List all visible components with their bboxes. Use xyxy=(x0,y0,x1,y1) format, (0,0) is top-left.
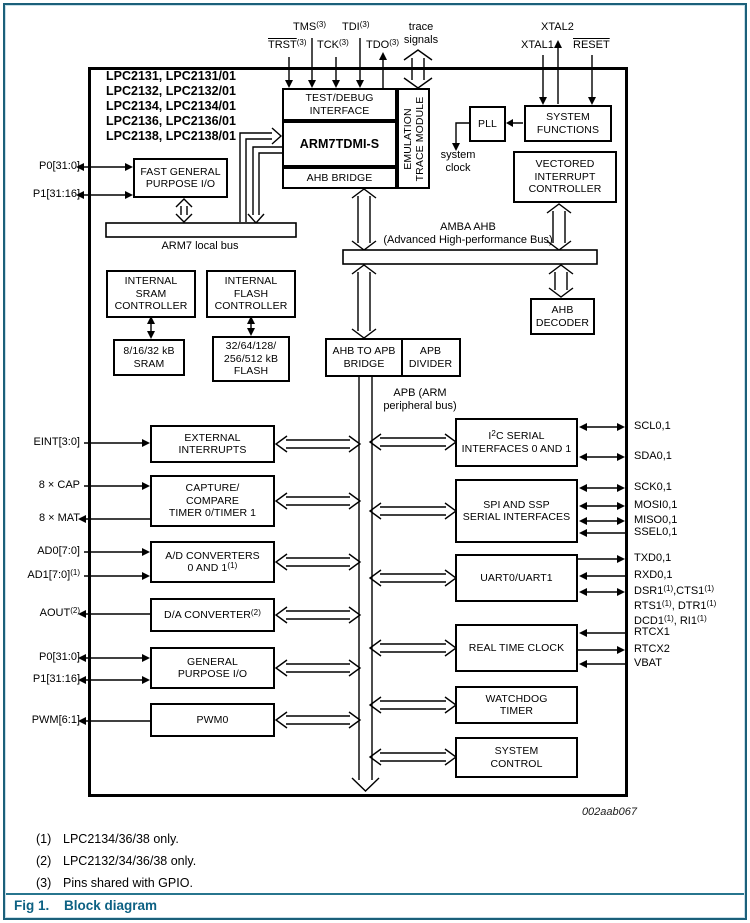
figure-title: Block diagram xyxy=(64,898,158,913)
pin-rtcx1: RTCX1 xyxy=(634,626,670,638)
box-sram: 8/16/32 kB SRAM xyxy=(113,339,185,376)
pin-dsr-cts: DSR1(1),CTS1(1) xyxy=(634,584,715,598)
box-general-purpose-io: GENERAL PURPOSE I/O xyxy=(150,647,275,689)
pin-vbat: VBAT xyxy=(634,657,662,669)
note-2-num: (2) xyxy=(36,854,52,868)
box-real-time-clock: REAL TIME CLOCK xyxy=(455,624,578,672)
pin-ssel: SSEL0,1 xyxy=(634,526,678,538)
chip-outline xyxy=(88,67,628,797)
box-apb-divider: APB DIVIDER xyxy=(400,338,461,377)
label-amba-ahb: AMBA AHB (Advanced High-performance Bus) xyxy=(383,221,553,246)
pin-pwm: PWM[6:1] xyxy=(31,714,80,726)
drawing-id: 002aab067 xyxy=(581,806,637,818)
pin-tck: TCK(3) xyxy=(317,38,349,52)
box-test-debug-interface: TEST/DEBUG INTERFACE xyxy=(282,88,397,121)
pin-p0-top: P0[31:0] xyxy=(39,160,80,172)
chip-variant: LPC2138, LPC2138/01 xyxy=(106,129,236,143)
pin-miso: MISO0,1 xyxy=(634,514,678,526)
pin-dcd-ri: DCD1(1), RI1(1) xyxy=(634,614,707,628)
box-ahb-decoder: AHB DECODER xyxy=(530,298,595,335)
box-i2c-serial-interfaces: I2C SERIAL INTERFACES 0 AND 1 xyxy=(455,418,578,467)
chip-variant: LPC2132, LPC2132/01 xyxy=(106,84,236,98)
box-ad-converters: A/D CONVERTERS 0 AND 1(1) xyxy=(150,541,275,583)
box-pll: PLL xyxy=(469,106,506,142)
label-system-clock: system clock xyxy=(440,149,476,174)
box-vectored-interrupt-controller: VECTORED INTERRUPT CONTROLLER xyxy=(513,151,617,203)
pin-tdo: TDO(3) xyxy=(366,38,400,52)
box-spi-ssp-serial-interfaces: SPI AND SSP SERIAL INTERFACES xyxy=(455,479,578,543)
pin-txd: TXD0,1 xyxy=(634,552,672,564)
chip-variant: LPC2136, LPC2136/01 xyxy=(106,114,236,128)
label-apb-bus: APB (ARM peripheral bus) xyxy=(383,387,457,412)
pin-eint: EINT[3:0] xyxy=(33,436,80,448)
pin-sck: SCK0,1 xyxy=(634,481,672,493)
pin-rxd: RXD0,1 xyxy=(634,569,673,581)
note-3-text: Pins shared with GPIO. xyxy=(63,876,193,890)
note-3-num: (3) xyxy=(36,876,52,890)
box-uart0-uart1: UART0/UART1 xyxy=(455,554,578,602)
pin-mat: 8 × MAT xyxy=(38,512,80,524)
box-internal-sram-controller: INTERNAL SRAM CONTROLLER xyxy=(106,270,196,318)
chip-variant: LPC2131, LPC2131/01 xyxy=(106,69,236,83)
pin-rts-dtr: RTS1(1), DTR1(1) xyxy=(634,599,717,613)
pin-mosi: MOSI0,1 xyxy=(634,499,678,511)
box-internal-flash-controller: INTERNAL FLASH CONTROLLER xyxy=(206,270,296,318)
box-flash: 32/64/128/ 256/512 kB FLASH xyxy=(212,336,290,382)
pin-p1-bottom: P1[31:16] xyxy=(32,673,80,685)
box-system-control: SYSTEM CONTROL xyxy=(455,737,578,778)
pin-p1-top: P1[31:16] xyxy=(32,188,80,200)
box-system-functions: SYSTEM FUNCTIONS xyxy=(524,105,612,142)
pin-xtal1: XTAL1 xyxy=(521,39,554,51)
pin-xtal2: XTAL2 xyxy=(541,21,574,33)
pin-sda: SDA0,1 xyxy=(634,450,672,462)
pin-ad1: AD1[7:0](1) xyxy=(27,568,80,582)
pin-aout: AOUT(2) xyxy=(39,606,80,620)
pin-cap: 8 × CAP xyxy=(38,479,80,491)
pin-tms: TMS(3) xyxy=(293,20,327,34)
note-1-num: (1) xyxy=(36,832,52,846)
pin-tdi: TDI(3) xyxy=(342,20,370,34)
box-pwm0: PWM0 xyxy=(150,703,275,737)
chip-variant-list: LPC2131, LPC2131/01 LPC2132, LPC2132/01 … xyxy=(106,69,236,144)
box-ahb-bridge: AHB BRIDGE xyxy=(282,167,397,189)
chip-variant: LPC2134, LPC2134/01 xyxy=(106,99,236,113)
figure-number: Fig 1. xyxy=(14,898,50,913)
pin-trst: TRST(3) xyxy=(268,38,307,52)
box-arm7tdmi-s: ARM7TDMI-S xyxy=(282,121,397,167)
box-emulation-trace-module: EMULATION TRACE MODULE xyxy=(397,88,430,189)
pin-rtcx2: RTCX2 xyxy=(634,643,670,655)
pin-ad0: AD0[7:0] xyxy=(37,545,80,557)
box-external-interrupts: EXTERNAL INTERRUPTS xyxy=(150,425,275,463)
box-ahb-to-apb-bridge: AHB TO APB BRIDGE xyxy=(325,338,403,377)
box-capture-compare-timer: CAPTURE/ COMPARE TIMER 0/TIMER 1 xyxy=(150,475,275,527)
pin-scl: SCL0,1 xyxy=(634,420,671,432)
box-fast-gpio: FAST GENERAL PURPOSE I/O xyxy=(133,158,228,198)
box-watchdog-timer: WATCHDOG TIMER xyxy=(455,686,578,724)
caption-divider xyxy=(5,893,745,895)
box-da-converter: D/A CONVERTER(2) xyxy=(150,598,275,632)
label-trace-signals: trace signals xyxy=(403,21,439,46)
note-1-text: LPC2134/36/38 only. xyxy=(63,832,179,846)
pin-p0-bottom: P0[31:0] xyxy=(39,651,80,663)
pin-reset: RESET xyxy=(573,39,610,51)
note-2-text: LPC2132/34/36/38 only. xyxy=(63,854,197,868)
label-arm7-local-bus: ARM7 local bus xyxy=(161,240,239,252)
